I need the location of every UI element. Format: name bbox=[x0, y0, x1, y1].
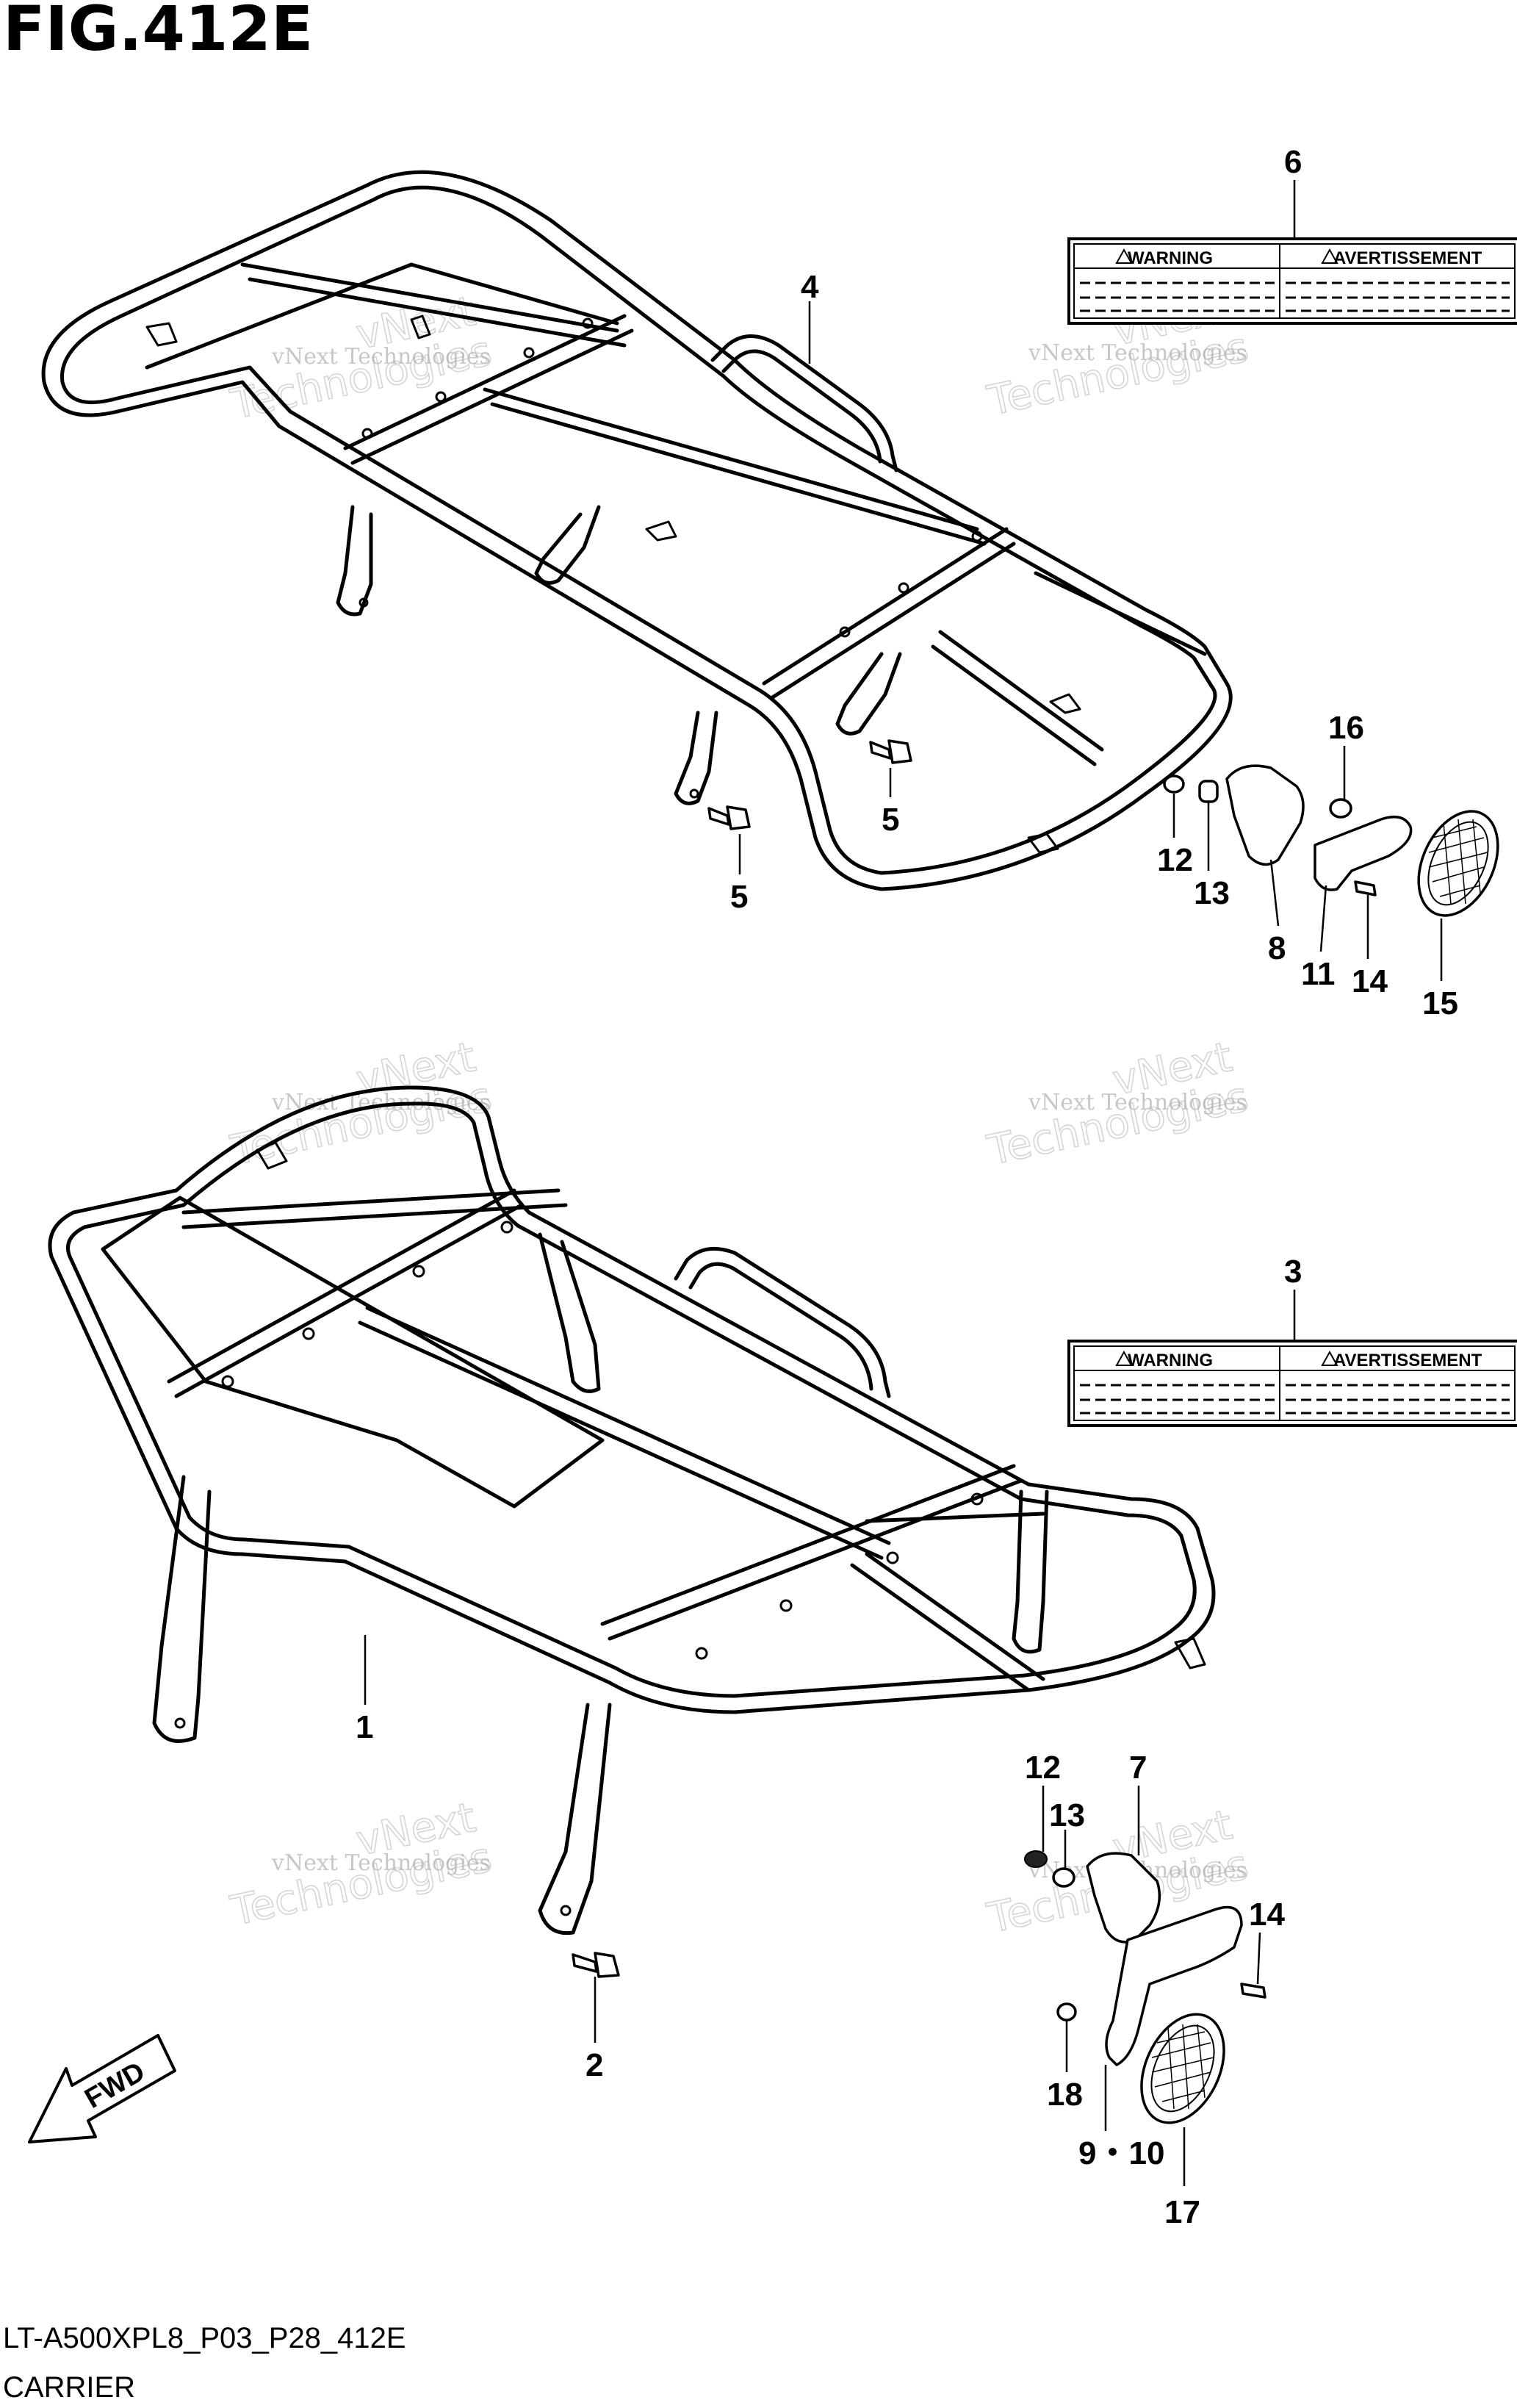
callout-8: 8 bbox=[1268, 930, 1286, 966]
callout-18: 18 bbox=[1047, 2077, 1083, 2113]
warning-label-3: WARNING AVERTISSEMENT bbox=[1067, 1340, 1517, 1427]
watermark-text: vNext Technologies bbox=[271, 1850, 491, 1876]
screw-14a bbox=[1354, 880, 1377, 896]
warning-text: WARNING bbox=[1128, 248, 1213, 268]
collar-13a bbox=[1198, 780, 1219, 803]
callout-11: 11 bbox=[1301, 956, 1336, 992]
callout-13: 13 bbox=[1049, 1797, 1085, 1833]
callout-15: 15 bbox=[1422, 985, 1458, 1021]
reflector-assembly-top bbox=[1163, 764, 1499, 917]
bolt-2 bbox=[572, 1952, 620, 1978]
avertissement-text: AVERTISSEMENT bbox=[1333, 1351, 1482, 1370]
watermark-text: vNext Technologies bbox=[271, 1090, 491, 1115]
warning-triangle-icon bbox=[1115, 248, 1133, 264]
bracket-11 bbox=[1314, 815, 1413, 891]
warning-triangle-icon bbox=[1321, 248, 1338, 264]
clamp-7 bbox=[1086, 1852, 1161, 1944]
front-carrier-rack bbox=[41, 170, 1233, 891]
warning-triangle-icon bbox=[1115, 1350, 1133, 1366]
callout-14: 14 bbox=[1352, 963, 1388, 999]
rear-carrier-rack bbox=[48, 1085, 1216, 1936]
callout-14: 14 bbox=[1249, 1897, 1285, 1933]
reflector-assembly-bottom bbox=[1024, 1850, 1266, 2124]
figure-code: LT-A500XPL8_P03_P28_412E bbox=[3, 2322, 406, 2354]
warning-label-6: WARNING AVERTISSEMENT bbox=[1067, 237, 1517, 325]
nut-12a bbox=[1163, 774, 1185, 794]
nut-18 bbox=[1056, 2002, 1077, 2021]
clamp-8 bbox=[1225, 764, 1305, 866]
callout-9-10: 9・10 bbox=[1078, 2135, 1164, 2171]
leader-lines bbox=[364, 180, 1443, 2186]
collar-13b bbox=[1052, 1867, 1075, 1888]
bolt-5b bbox=[707, 805, 751, 830]
callout-13: 13 bbox=[1194, 875, 1230, 911]
nut-16 bbox=[1329, 798, 1352, 819]
callout-6: 6 bbox=[1284, 144, 1302, 180]
warning-text: WARNING bbox=[1128, 1351, 1213, 1370]
callout-5: 5 bbox=[730, 879, 748, 915]
nut-12b bbox=[1024, 1850, 1048, 1868]
callout-5: 5 bbox=[882, 802, 899, 838]
watermark-text: vNext Technologies bbox=[271, 344, 491, 370]
figure-caption: CARRIER bbox=[3, 2371, 135, 2404]
callout-12: 12 bbox=[1157, 842, 1193, 878]
reflector-17 bbox=[1140, 2013, 1225, 2124]
warning-triangle-icon bbox=[1321, 1350, 1338, 1366]
callout-12: 12 bbox=[1025, 1750, 1061, 1786]
callout-1: 1 bbox=[356, 1709, 373, 1745]
fwd-arrow-icon: FWD bbox=[28, 2034, 176, 2143]
callout-3: 3 bbox=[1284, 1254, 1302, 1290]
watermark-text: vNext Technologies bbox=[1028, 340, 1247, 366]
callout-16: 16 bbox=[1328, 710, 1364, 746]
watermark-text: vNext Technologies bbox=[1028, 1090, 1247, 1115]
callout-numbers: 4 6 5 5 12 13 8 16 11 14 15 3 1 2 12 13 … bbox=[356, 144, 1458, 2230]
callout-7: 7 bbox=[1129, 1750, 1147, 1786]
avertissement-text: AVERTISSEMENT bbox=[1333, 248, 1482, 268]
screw-14b bbox=[1240, 1983, 1266, 1999]
figure-title: FIG.412E bbox=[3, 0, 313, 65]
reflector-15 bbox=[1417, 810, 1499, 917]
callout-17: 17 bbox=[1164, 2194, 1200, 2230]
callout-4: 4 bbox=[801, 269, 819, 305]
callout-2: 2 bbox=[585, 2047, 603, 2083]
bolt-5a bbox=[869, 739, 912, 764]
bracket-9-10 bbox=[1105, 1905, 1243, 2066]
